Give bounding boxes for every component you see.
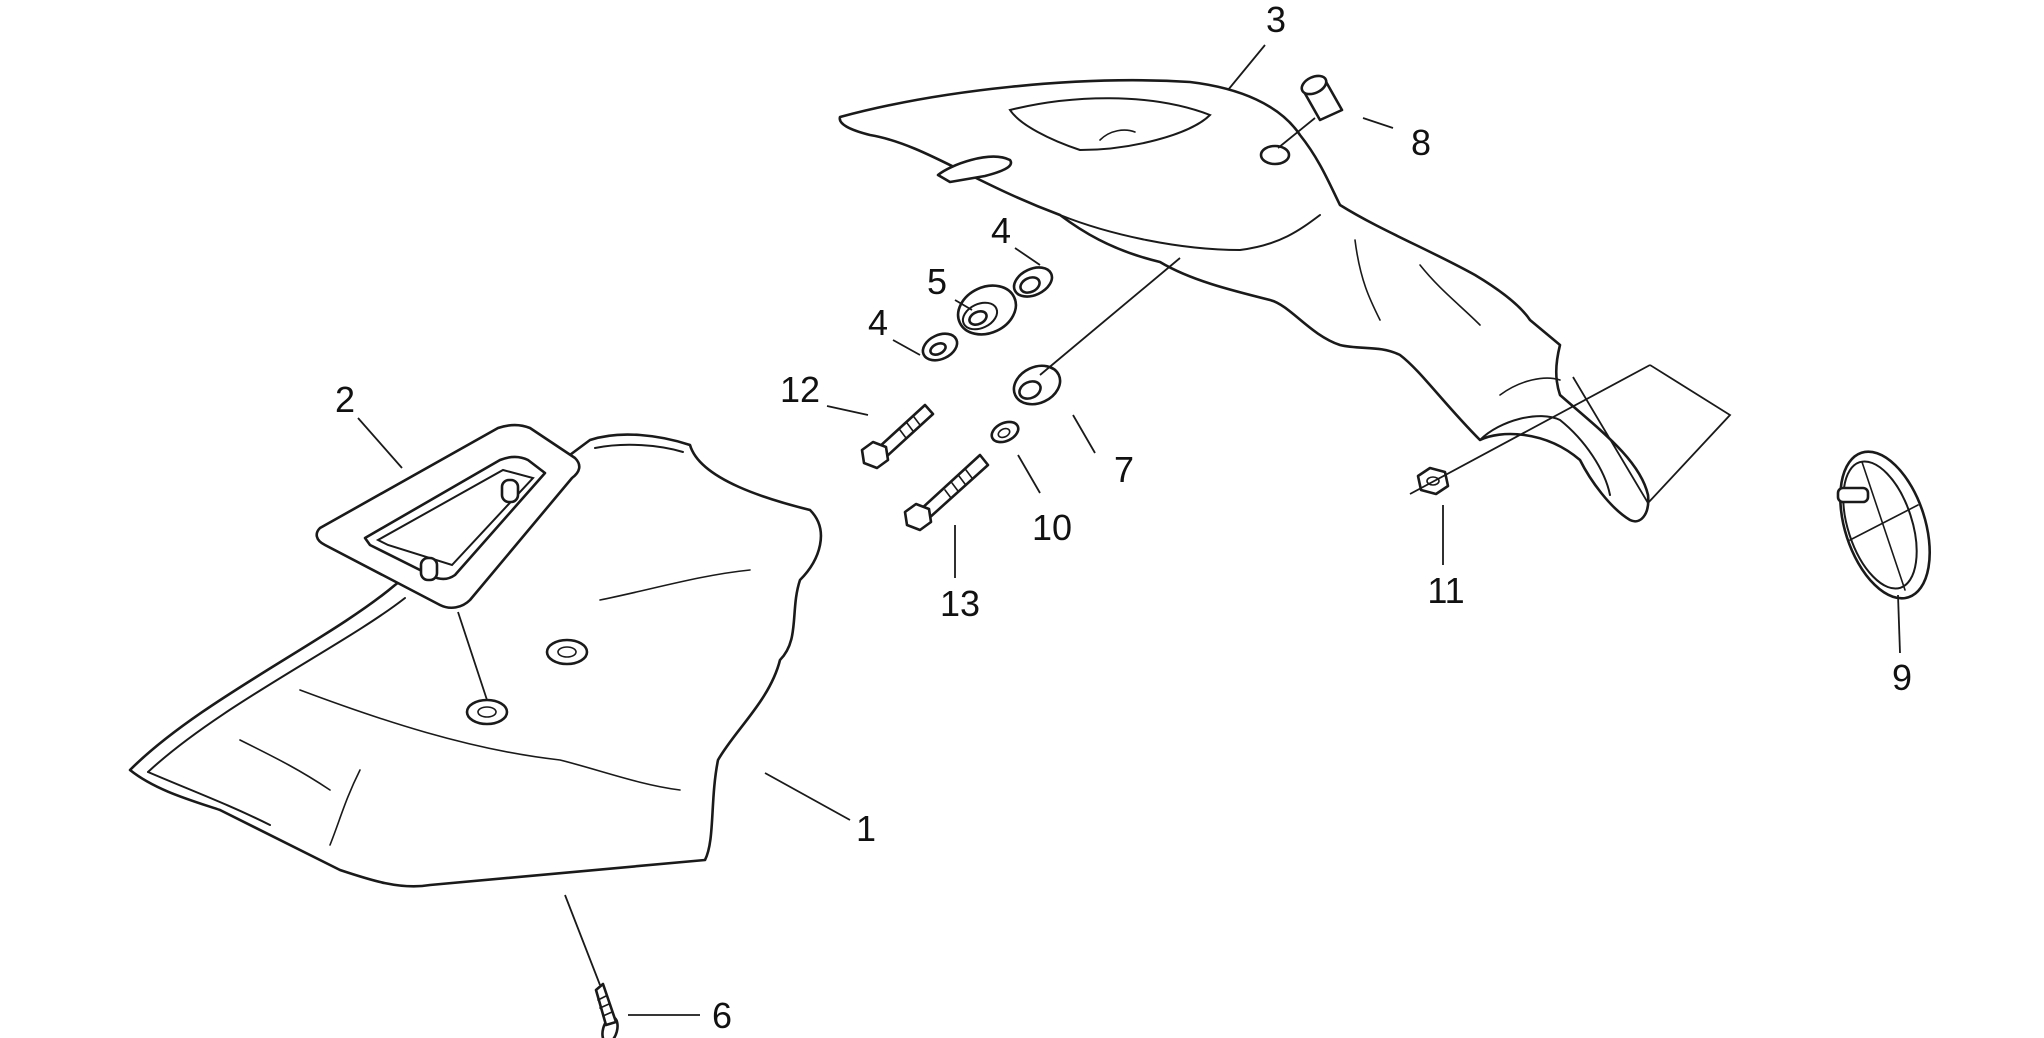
callout-2: 2 [335, 379, 355, 420]
callout-12: 12 [780, 369, 820, 410]
part-9-reflector [1572, 364, 1932, 600]
part-2-cover-plate [315, 423, 581, 610]
part-4-washer-upper [1012, 266, 1054, 298]
part-6-screw [564, 894, 619, 1038]
part-8-sleeve [1277, 74, 1344, 149]
part-5-rubber-bush [956, 284, 1018, 336]
callout-8: 8 [1411, 122, 1431, 163]
part-12-bolt [860, 403, 935, 470]
part-3-rear-fender [838, 78, 1650, 523]
callout-13: 13 [940, 583, 980, 624]
part-11-nut [1409, 364, 1651, 496]
callout-6: 6 [712, 995, 732, 1036]
callout-leaders [357, 44, 1901, 1016]
callout-7: 7 [1114, 449, 1134, 490]
part-4-washer-lower [921, 332, 959, 362]
callout-11: 11 [1427, 570, 1464, 611]
callout-1: 1 [856, 808, 876, 849]
callout-4-lower: 4 [868, 302, 888, 343]
part-7-spacer [1012, 257, 1181, 406]
callout-labels: 1 2 3 4 5 4 6 7 8 9 10 11 12 13 [335, 0, 1912, 1036]
callout-5: 5 [927, 261, 947, 302]
part-1-under-tray [128, 433, 823, 888]
callout-4-upper: 4 [991, 210, 1011, 251]
part-13-bolt [903, 453, 990, 532]
callout-3: 3 [1266, 0, 1286, 40]
part-10-washer [990, 420, 1020, 444]
callout-9: 9 [1892, 657, 1912, 698]
callout-10: 10 [1032, 507, 1072, 548]
